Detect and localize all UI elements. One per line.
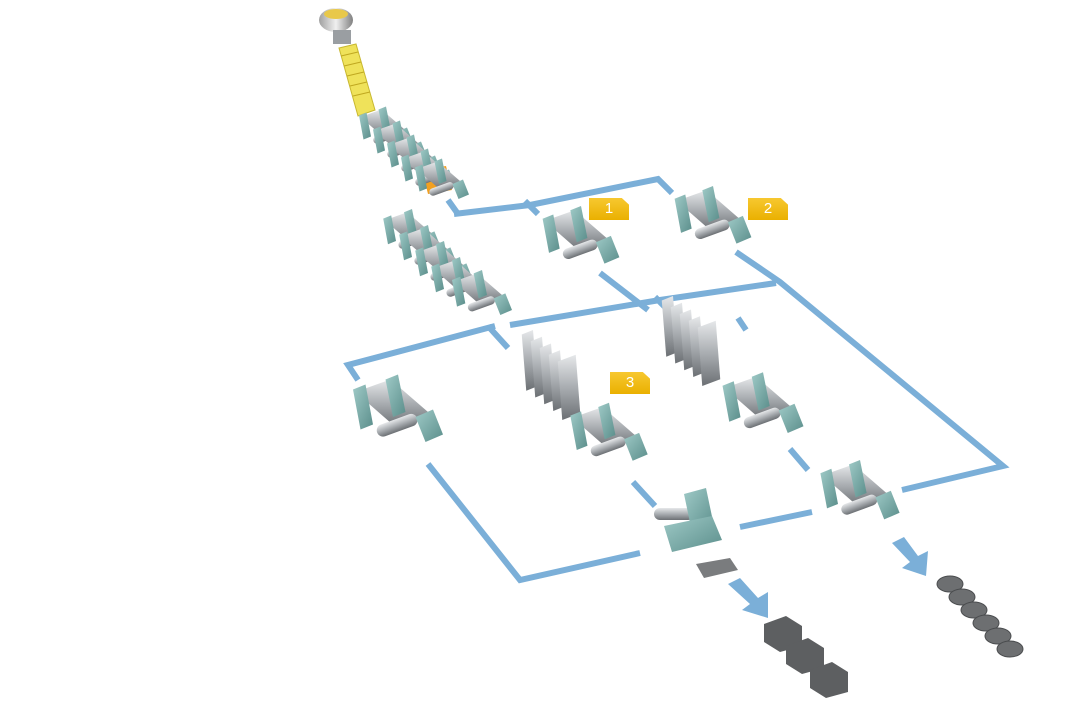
coil-icon (936, 575, 1024, 658)
vertical-stand-icon (661, 296, 721, 386)
vertical-stand-icon (521, 330, 581, 420)
block-icon (764, 616, 848, 698)
step-label-3: 3 (610, 372, 650, 394)
caster-stands (359, 106, 469, 199)
mill-stand-icon (383, 209, 512, 315)
step-label-2: 2 (748, 198, 788, 220)
shear-icon (654, 488, 738, 578)
stand-center-icon (570, 402, 648, 461)
stand-left-icon (353, 374, 443, 442)
stand-2-icon (674, 186, 752, 244)
step-label-1: 1 (589, 198, 629, 220)
ladle-icon (319, 8, 353, 44)
stand-right-icon (722, 372, 804, 433)
coil-stand-icon (820, 460, 900, 520)
